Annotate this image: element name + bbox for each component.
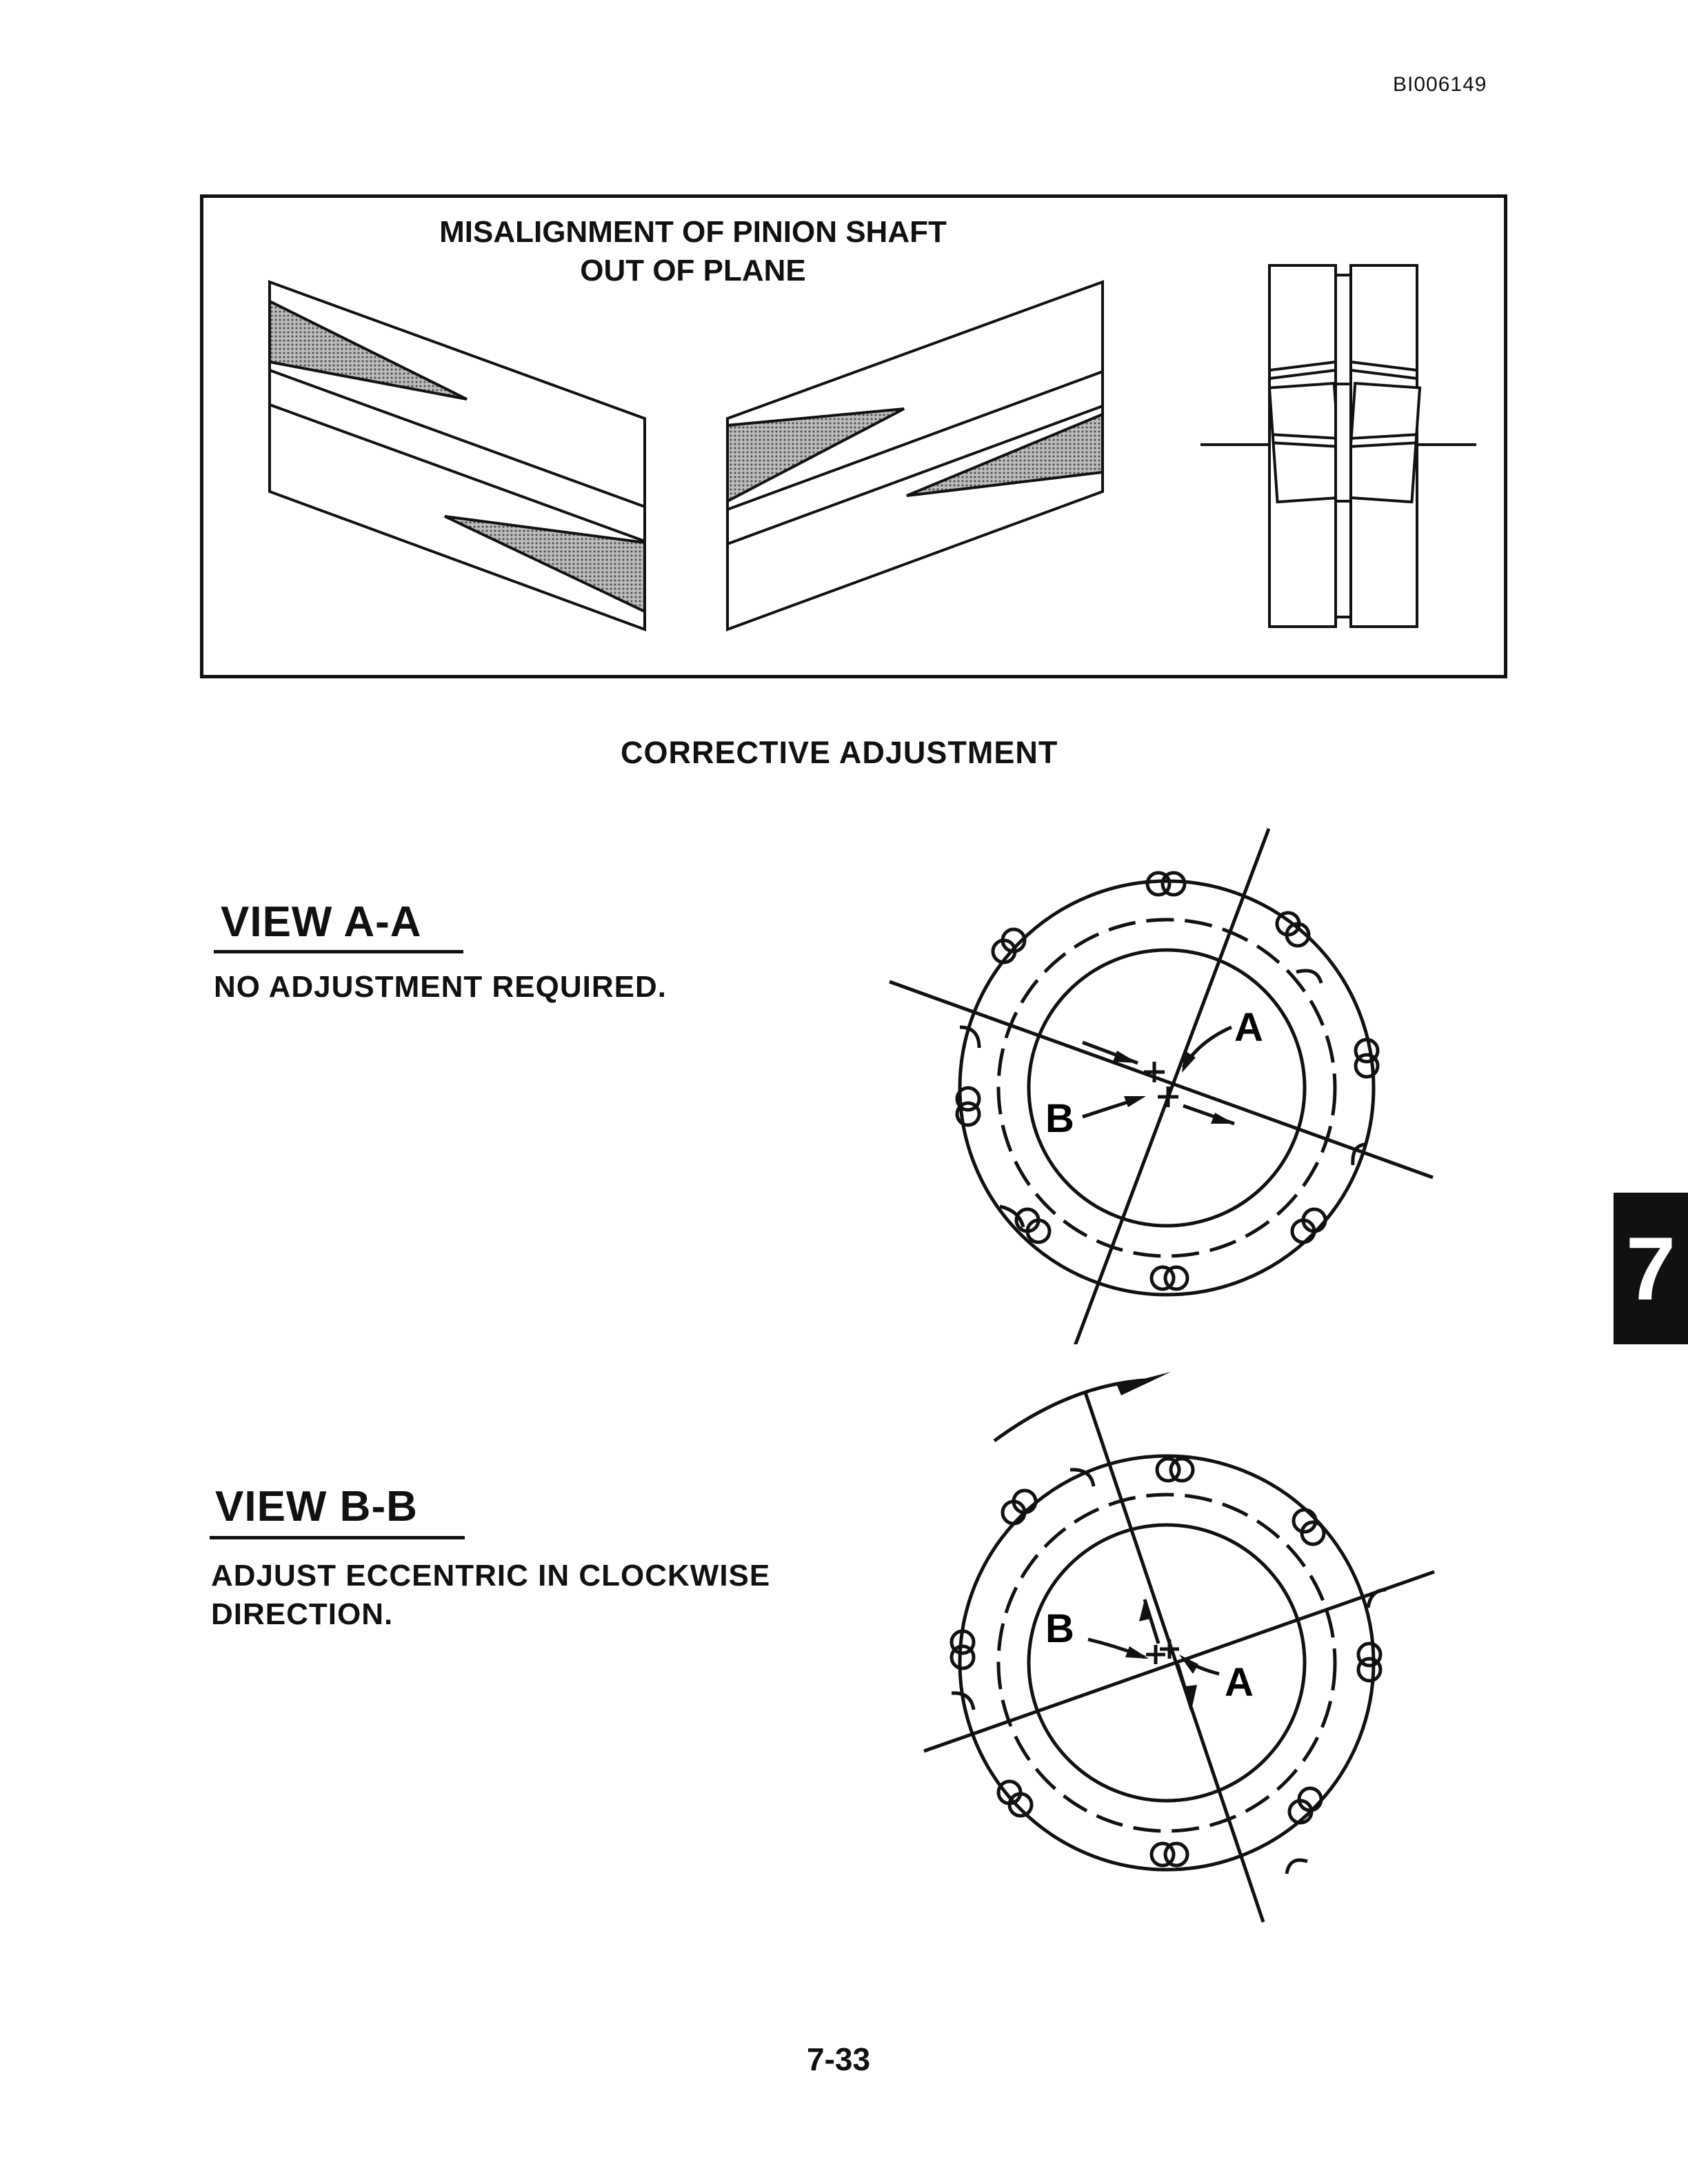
view-b-heading: VIEW B-B — [215, 1483, 418, 1530]
view-b-text: ADJUST ECCENTRIC IN CLOCKWISE DIRECTION. — [211, 1557, 770, 1634]
figure-title-line1: MISALIGNMENT OF PINION SHAFT — [439, 215, 947, 249]
bolt-icon — [950, 1629, 976, 1670]
bolt-icon — [1001, 1488, 1038, 1526]
figure-title-line2: OUT OF PLANE — [580, 254, 806, 287]
view-b-underline — [210, 1536, 465, 1539]
bolt-icon — [1149, 1265, 1189, 1291]
bolt-icon — [1287, 1786, 1323, 1825]
view-a-heading: VIEW A-A — [221, 898, 422, 946]
view-a-label-b: B — [1045, 1096, 1074, 1141]
bolt-icon — [1014, 1207, 1052, 1244]
bolt-icon — [1290, 1207, 1327, 1244]
bolt-icon — [955, 1086, 981, 1127]
middle-tooth-band — [726, 280, 1104, 631]
eccentric-flange-outline — [958, 1454, 1376, 1872]
view-b-text-line2: DIRECTION. — [211, 1597, 394, 1631]
view-b-label-a: A — [1225, 1660, 1254, 1705]
bolt-circle-dashed — [996, 1493, 1337, 1833]
view-b-label-b: B — [1045, 1606, 1074, 1651]
bore-circle — [1027, 948, 1307, 1228]
bolt-circle-dashed — [996, 918, 1337, 1258]
centerline-2 — [1074, 828, 1271, 1344]
section-title: CORRECTIVE ADJUSTMENT — [621, 735, 1058, 770]
view-b-text-line1: ADJUST ECCENTRIC IN CLOCKWISE — [211, 1559, 771, 1593]
view-a-text: NO ADJUSTMENT REQUIRED. — [214, 970, 667, 1004]
view-a-label-a: A — [1234, 1005, 1263, 1050]
bolt-icon — [996, 1779, 1034, 1818]
centerline-1 — [889, 980, 1434, 1180]
bolt-icon — [1354, 1038, 1380, 1079]
view-a-diagram: A B — [889, 828, 1434, 1344]
bolt-icon — [1275, 911, 1311, 948]
gear-contact-drawing — [268, 264, 1476, 631]
figure-title: MISALIGNMENT OF PINION SHAFT OUT OF PLAN… — [203, 213, 1183, 290]
document-id: BI006149 — [1393, 73, 1487, 96]
eccentric-flange-outline — [958, 879, 1376, 1297]
bolt-icon — [1356, 1641, 1383, 1683]
view-a-underline — [214, 950, 463, 953]
misalignment-figure: MISALIGNMENT OF PINION SHAFT OUT OF PLAN… — [200, 194, 1507, 678]
centerline-2 — [923, 1570, 1435, 1753]
bolt-icon — [1149, 1841, 1189, 1868]
gear-side-view — [1200, 264, 1476, 628]
left-tooth-band — [268, 280, 646, 631]
chapter-tab: 7 — [1614, 1193, 1688, 1344]
bolt-icon — [1155, 1457, 1195, 1483]
bolt-icon — [1145, 871, 1187, 897]
bolt-icon — [991, 927, 1027, 964]
centerline-1 — [1083, 1392, 1265, 1923]
bore-circle — [1027, 1523, 1307, 1803]
clockwise-rotation-arrow — [993, 1378, 1145, 1443]
view-b-diagram: B A — [923, 1372, 1435, 1923]
page-number: 7-33 — [807, 2041, 871, 2077]
bolt-icon — [1292, 1508, 1326, 1546]
